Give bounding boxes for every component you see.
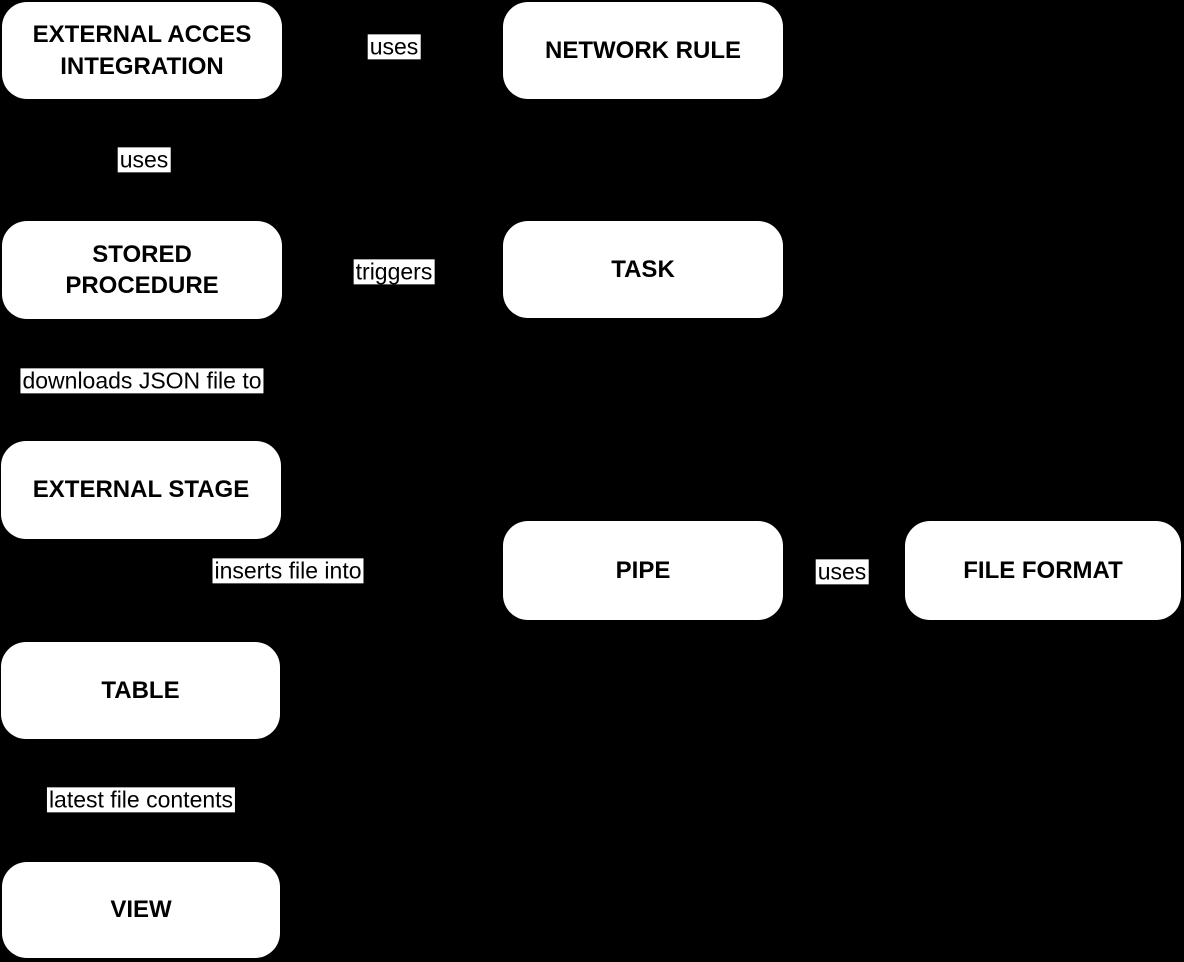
- edge-label-inserts-file-into: inserts file into: [212, 557, 364, 584]
- node-network-rule: NETWORK RULE: [503, 2, 783, 99]
- node-stored-procedure: STORED PROCEDURE: [2, 221, 282, 319]
- edge-label-uses-network-rule: uses: [367, 33, 421, 60]
- node-label: NETWORK RULE: [545, 36, 741, 64]
- node-label: STORED PROCEDURE: [65, 240, 219, 299]
- node-external-stage: EXTERNAL STAGE: [1, 441, 281, 539]
- node-label: EXTERNAL ACCES INTEGRATION: [32, 21, 252, 80]
- node-label: TABLE: [101, 676, 180, 704]
- node-label: PIPE: [615, 556, 671, 584]
- edge-label-downloads-json-file-to: downloads JSON file to: [20, 367, 264, 394]
- node-table: TABLE: [1, 642, 280, 739]
- node-file-format: FILE FORMAT: [905, 521, 1181, 620]
- edge-label-uses-external-acces-integration: uses: [117, 146, 171, 173]
- node-view: VIEW: [2, 862, 280, 958]
- node-label: EXTERNAL STAGE: [32, 476, 250, 504]
- edge-path-pipe-table: [237, 570, 504, 643]
- node-task: TASK: [503, 221, 783, 318]
- edge-label-triggers: triggers: [353, 258, 435, 285]
- node-label: TASK: [611, 255, 675, 283]
- node-label: FILE FORMAT: [963, 556, 1123, 584]
- edge-label-uses-file-format: uses: [815, 558, 869, 585]
- node-label: VIEW: [110, 896, 172, 924]
- node-external-acces-integration: EXTERNAL ACCES INTEGRATION: [2, 2, 282, 99]
- node-pipe: PIPE: [503, 521, 783, 620]
- edge-label-latest-file-contents: latest file contents: [46, 786, 236, 813]
